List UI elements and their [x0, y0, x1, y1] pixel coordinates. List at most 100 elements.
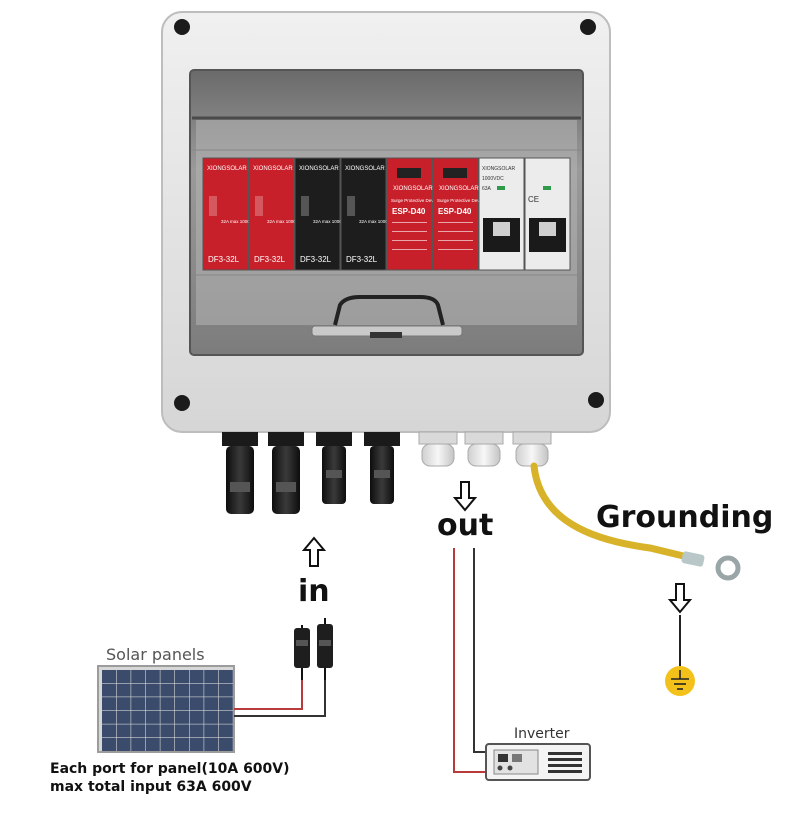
cover-handle [333, 295, 445, 326]
solar-cell [116, 710, 131, 724]
solar-cell [189, 724, 204, 738]
svg-text:XIONGSOLAR: XIONGSOLAR [393, 186, 433, 192]
cable-gland-2 [464, 431, 504, 467]
solar-cell [175, 683, 189, 697]
solar-cell [131, 670, 146, 683]
cable-gland-1 [418, 431, 458, 467]
cable-glands [418, 431, 552, 467]
svg-text:XIONGSOLAR: XIONGSOLAR [345, 166, 385, 172]
label-in: in [298, 574, 330, 609]
solar-cell [131, 724, 146, 738]
solar-cell [131, 683, 146, 697]
arrow-up-in [301, 536, 327, 567]
label-solar-panels: Solar panels [106, 645, 205, 664]
solar-cell [204, 724, 219, 738]
solar-cell [175, 724, 189, 738]
module-breaker-8: CE [524, 157, 571, 271]
ground-wire [530, 462, 741, 581]
svg-text:XIONGSOLAR: XIONGSOLAR [299, 166, 339, 172]
ring-terminal [715, 555, 741, 581]
solar-cell [145, 683, 160, 697]
mc4-connector-1 [222, 432, 258, 514]
svg-text:DF3-32L: DF3-32L [300, 255, 332, 264]
solar-cell [102, 738, 116, 751]
solar-cell [204, 670, 219, 683]
solar-cell [218, 738, 233, 751]
inverter [485, 743, 591, 781]
solar-cell [189, 710, 204, 724]
solar-cell [160, 738, 175, 751]
solar-cell [116, 683, 131, 697]
solar-cell [175, 738, 189, 751]
output-wires [453, 548, 494, 773]
svg-text:XIONGSOLAR: XIONGSOLAR [439, 186, 479, 192]
solar-cell [102, 683, 116, 697]
svg-text:DF3-32L: DF3-32L [208, 255, 240, 264]
screw-bottom-left [174, 395, 190, 411]
mc4-connector-4 [364, 432, 400, 504]
solar-cell [218, 683, 233, 697]
solar-cell [145, 724, 160, 738]
cable-gland-3 [512, 431, 552, 467]
solar-cell [145, 670, 160, 683]
svg-text:XIONGSOLAR: XIONGSOLAR [482, 166, 515, 172]
solar-cell [116, 724, 131, 738]
solar-cell [102, 710, 116, 724]
solar-cell [145, 697, 160, 711]
mc4-pair [294, 618, 333, 680]
solar-cell [145, 738, 160, 751]
solar-cell [204, 697, 219, 711]
mc4-input-connectors [222, 432, 400, 514]
label-out: out [437, 508, 494, 543]
svg-text:Surge Protective Device: Surge Protective Device [437, 198, 486, 203]
note-line-1: Each port for panel(10A 600V) [50, 761, 290, 777]
svg-text:CE: CE [528, 195, 539, 204]
solar-cell [175, 670, 189, 683]
solar-cell [116, 670, 131, 683]
solar-cell [160, 683, 175, 697]
solar-cell [189, 697, 204, 711]
solar-cell [131, 697, 146, 711]
solar-cell [131, 738, 146, 751]
solar-cell [218, 670, 233, 683]
svg-text:ESP-D40: ESP-D40 [438, 207, 472, 216]
solar-cell [189, 738, 204, 751]
svg-text:XIONGSOLAR: XIONGSOLAR [253, 166, 293, 172]
svg-text:DF3-32L: DF3-32L [254, 255, 286, 264]
mc4-connector-3 [316, 432, 352, 504]
label-inverter: Inverter [514, 726, 570, 742]
screw-top-left [174, 19, 190, 35]
solar-cell [102, 670, 116, 683]
solar-cell [160, 724, 175, 738]
svg-text:1000VDC: 1000VDC [482, 176, 504, 182]
panel-wires [234, 680, 326, 717]
solar-panel [97, 665, 235, 753]
solar-cell [204, 738, 219, 751]
solar-cell [218, 710, 233, 724]
svg-text:DF3-32L: DF3-32L [346, 255, 378, 264]
arrow-down-out [452, 481, 478, 512]
solar-cell [204, 710, 219, 724]
solar-cell [204, 683, 219, 697]
svg-text:Surge Protective Device: Surge Protective Device [391, 198, 440, 203]
arrow-down-ground [667, 583, 693, 614]
solar-cell [175, 697, 189, 711]
solar-cells [102, 670, 233, 751]
solar-cell [102, 724, 116, 738]
solar-cell [116, 697, 131, 711]
solar-cell [189, 683, 204, 697]
solar-cell [102, 697, 116, 711]
solar-cell [116, 738, 131, 751]
solar-cell [218, 697, 233, 711]
solar-cell [160, 670, 175, 683]
note-line-2: max total input 63A 600V [50, 779, 252, 795]
screw-bottom-right [588, 392, 604, 408]
solar-cell [189, 670, 204, 683]
solar-cell [218, 724, 233, 738]
